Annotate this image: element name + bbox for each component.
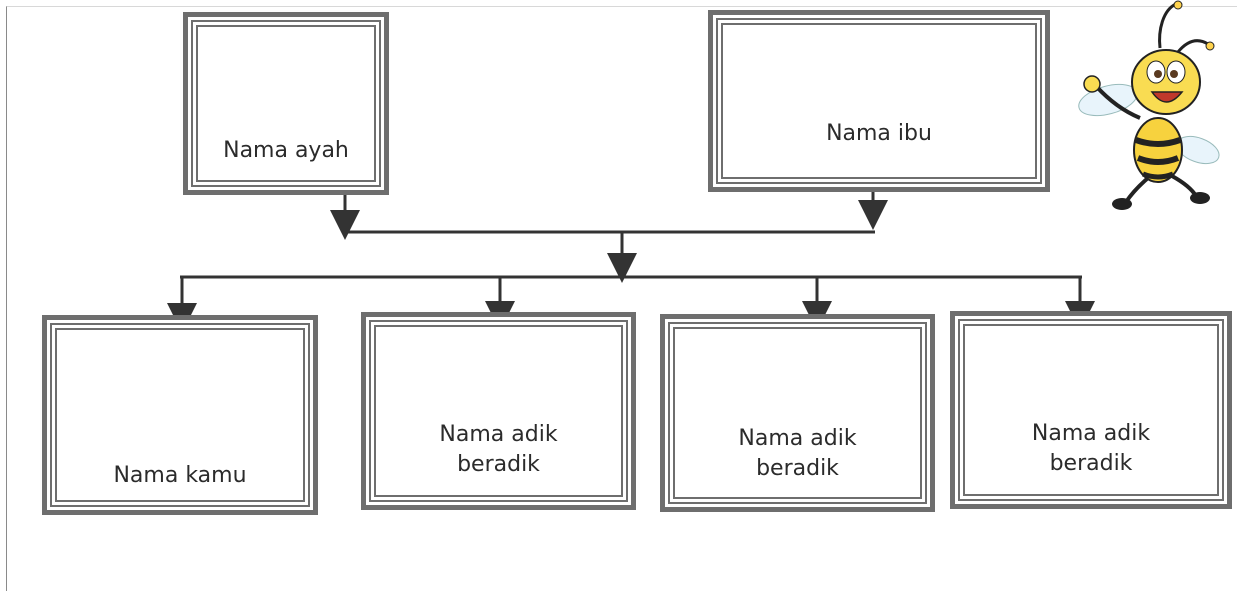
sibling-label-3: Nama adik beradik xyxy=(1031,421,1151,476)
sibling-box-1[interactable]: Nama adik beradik xyxy=(361,312,636,510)
page-border xyxy=(6,6,1237,591)
self-label: Nama kamu xyxy=(113,463,247,488)
sibling-label-1: Nama adik beradik xyxy=(439,422,558,477)
bee-icon xyxy=(1078,0,1220,210)
father-box[interactable]: Nama ayah xyxy=(183,12,389,195)
mother-label: Nama ibu xyxy=(826,121,932,146)
self-box[interactable]: Nama kamu xyxy=(42,315,318,515)
sibling-box-3[interactable]: Nama adik beradik xyxy=(950,311,1232,509)
mother-box[interactable]: Nama ibu xyxy=(708,10,1050,192)
sibling-box-2[interactable]: Nama adik beradik xyxy=(660,314,935,512)
father-label: Nama ayah xyxy=(223,138,349,163)
sibling-label-2: Nama adik beradik xyxy=(738,426,857,481)
